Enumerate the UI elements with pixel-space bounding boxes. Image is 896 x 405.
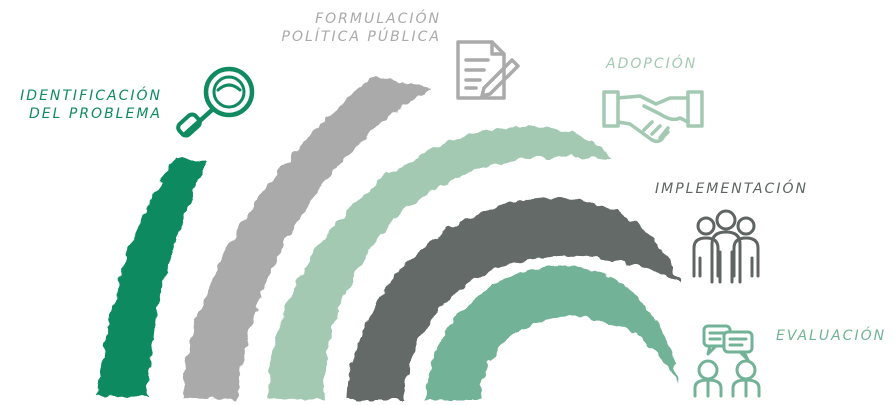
handshake-icon xyxy=(602,90,704,144)
magnifier-icon xyxy=(176,66,255,138)
label-identificacion: IDENTIFICACIÓN DEL PROBLEMA xyxy=(10,88,162,123)
label-formulacion-line-2: POLÍTICA PÚBLICA xyxy=(281,28,441,45)
label-evaluacion-line-1: EVALUACIÓN xyxy=(776,328,887,344)
conversation-icon xyxy=(693,324,761,398)
team-icon xyxy=(692,209,760,284)
label-identificacion-line-2: DEL PROBLEMA xyxy=(29,105,162,122)
label-implementacion-line-1: IMPLEMENTACIÓN xyxy=(655,181,808,197)
label-adopcion-line-1: ADOPCIÓN xyxy=(606,56,698,72)
label-adopcion: ADOPCIÓN xyxy=(606,56,697,74)
arc-adopcion xyxy=(268,126,612,400)
label-identificacion-line-1: IDENTIFICACIÓN xyxy=(20,88,162,104)
label-formulacion-line-1: FORMULACIÓN xyxy=(315,11,441,27)
arc-formulacion xyxy=(182,76,432,400)
arc-implementacion xyxy=(348,197,680,400)
label-implementacion: IMPLEMENTACIÓN xyxy=(655,181,808,199)
arc-identificacion xyxy=(98,158,208,398)
label-evaluacion: EVALUACIÓN xyxy=(776,328,886,346)
arc-evaluacion xyxy=(426,265,680,400)
document-pen-icon xyxy=(456,40,520,100)
label-formulacion: FORMULACIÓN POLÍTICA PÚBLICA xyxy=(275,11,441,46)
